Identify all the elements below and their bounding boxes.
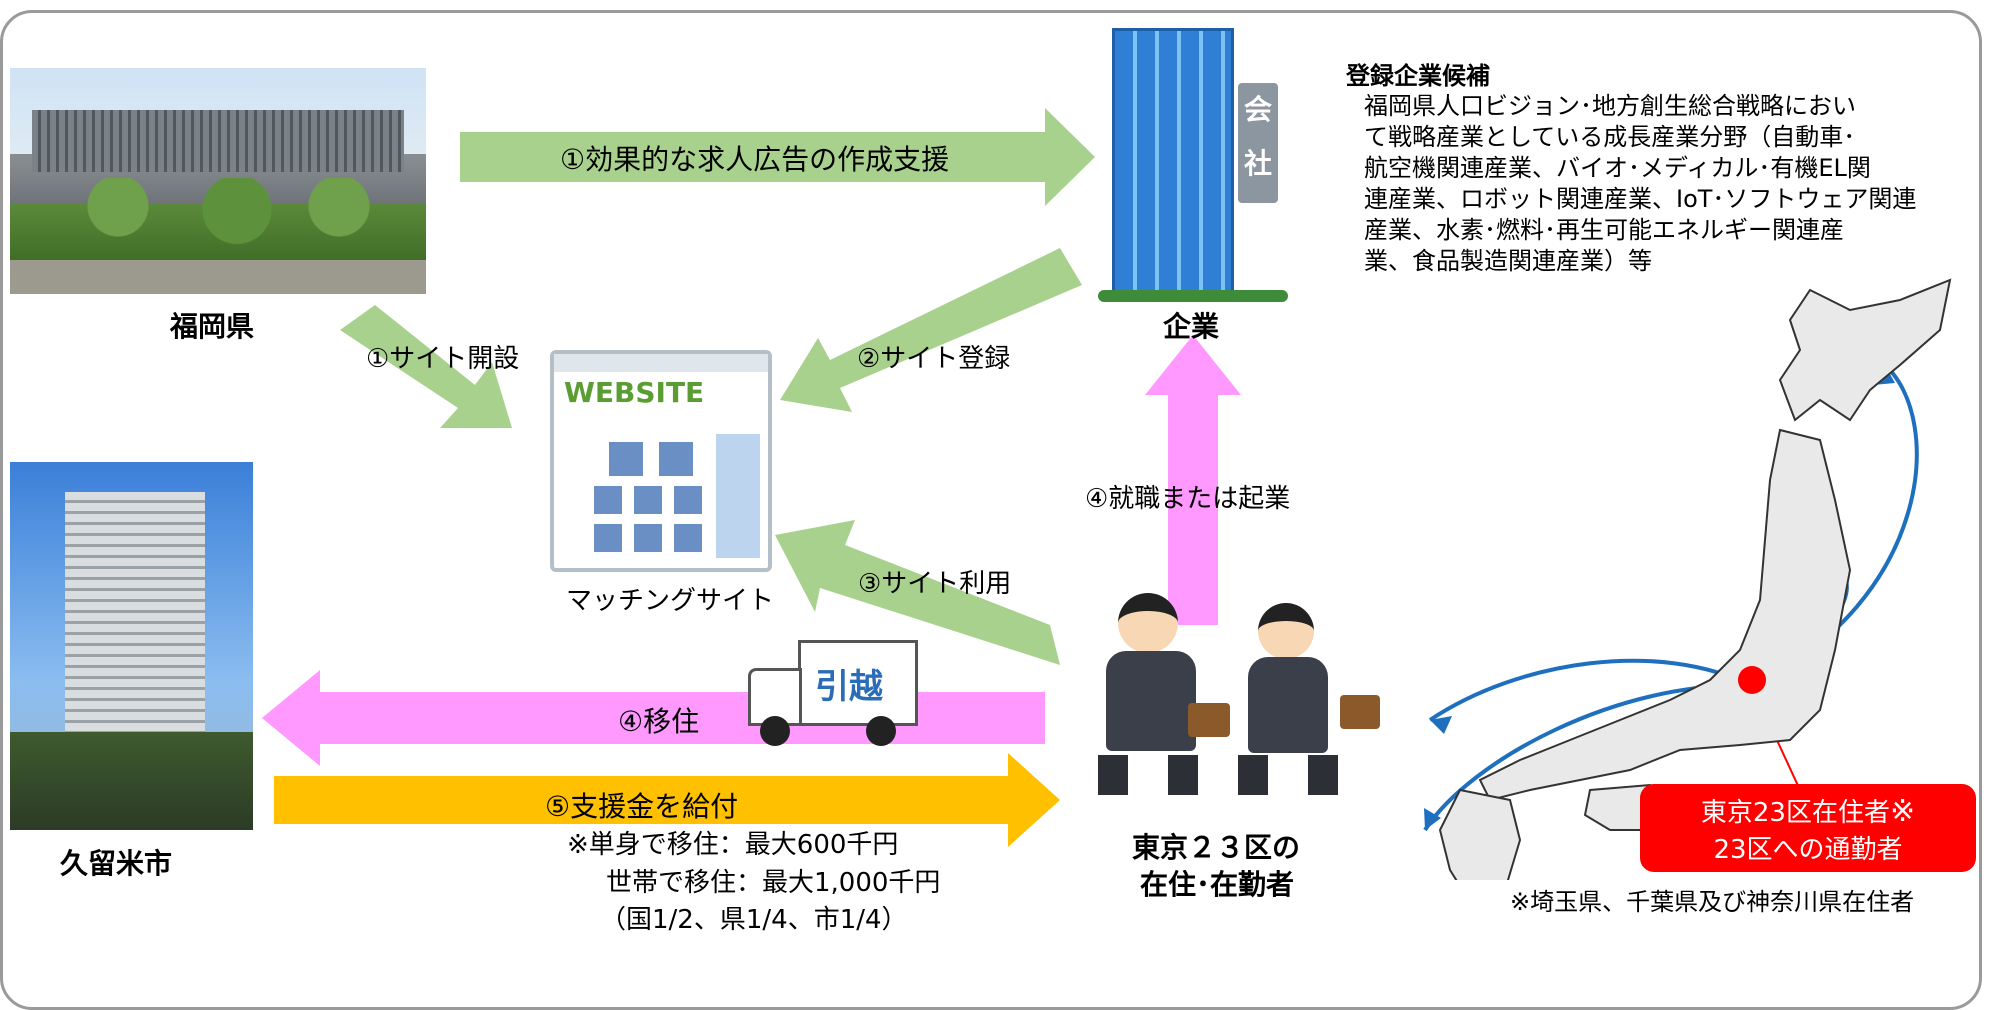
kurume-label: 久留米市 [60,847,173,880]
arrow-site-register [780,248,1082,412]
website-logo: WEBSITE [564,376,705,409]
fukuoka-prefecture-photo [10,68,426,294]
support-note-line2: 世帯で移住：最大1,000千円 [606,868,941,898]
map-note: ※埼玉県、千葉県及び神奈川県在住者 [1510,888,1915,916]
arrow-employment [1145,335,1241,625]
candidate-line: 産業、水素･燃料･再生可能エネルギー関連産 [1364,216,1844,244]
legs [1098,755,1348,795]
truck-wheel [760,716,790,746]
arrow-support-grant [274,753,1060,847]
thumb [674,524,702,552]
briefcase [1188,703,1230,737]
box-line1: 東京23区在住者 [1700,798,1890,828]
kurume-city-hall-photo [10,462,253,830]
company-label: 企業 [1163,310,1220,343]
thumb [594,524,622,552]
hedge [1098,290,1288,302]
foreground-trees [10,732,253,830]
box-mark: ※ [1889,794,1916,829]
thumb [659,442,693,476]
japan-map [1438,278,1952,880]
step-1-ad-support: ①効果的な求人広告の作成支援 [560,143,950,176]
man-head [1118,593,1178,653]
candidate-line: 業、食品製造関連産業）等 [1364,247,1652,275]
step-4-migration: ④移住 [618,705,700,738]
truck-cargo: 引越 [798,640,918,726]
building-body [1112,28,1234,298]
matching-site-label: マッチングサイト [566,586,775,616]
building-facade [32,110,404,172]
browser-bar [554,354,768,372]
arrow-site-use [775,520,1060,665]
step-3-site-use: ③サイト利用 [858,569,1012,599]
tokyo-label-line1: 東京２３区の [1132,831,1301,864]
box-line2: 23区への通勤者 [1713,835,1903,865]
thumb [594,486,622,514]
thumb [609,442,643,476]
candidate-line: 航空機関連産業、バイオ･メディカル･有機EL関 [1364,154,1871,182]
step-4-employment: ④就職または起業 [1085,484,1291,514]
candidate-companies: 登録企業候補 福岡県人口ビジョン･地方創生総合戦略におい て戦略産業としている成… [1346,56,1966,277]
hokkaido [1778,278,1952,422]
company-sign-char-2: 社 [1243,147,1272,180]
truck-wheel [866,716,896,746]
sidebar-panel [716,434,760,558]
candidate-line: て戦略産業としている成長産業分野（自動車･ [1364,123,1856,151]
kyushu [1438,788,1522,880]
candidate-line: 福岡県人口ビジョン･地方創生総合戦略におい [1364,92,1856,120]
commuters-illustration [1058,585,1408,815]
moving-truck-illustration: 引越 [748,640,918,758]
step-2-site-register: ②サイト登録 [857,344,1011,374]
man-suit [1106,651,1196,751]
company-sign-char-1: 会 [1243,93,1272,126]
candidate-line: 連産業、ロボット関連産業、IoT･ソフトウェア関連 [1364,185,1917,213]
woman-suit [1248,657,1328,753]
arrow-site-open [340,305,512,428]
thumb [674,486,702,514]
trees [50,178,390,248]
thumb [634,524,662,552]
support-note-line1: ※単身で移住：最大600千円 [567,830,899,860]
truck-sign: 引越 [815,667,883,707]
briefcase [1340,695,1380,729]
company-building-illustration: 会 社 [1098,28,1288,303]
tokyo-marker [1738,666,1766,694]
arrow-ad-support [460,108,1095,206]
company-sign: 会 社 [1238,83,1278,203]
woman-head [1258,603,1314,659]
candidate-title: 登録企業候補 [1346,62,1490,90]
thumb [634,486,662,514]
website-illustration: WEBSITE [550,350,772,572]
tokyo-label-line2: 在住･在勤者 [1140,868,1295,901]
step-1-site-open: ①サイト開設 [366,344,520,374]
step-5-support-grant: ⑤支援金を給付 [545,790,739,823]
fukuoka-label: 福岡県 [170,310,255,343]
honshu [1478,428,1852,802]
support-note-line3: （国1/2、県1/4、市1/4） [600,905,908,935]
tokyo-residents-box: 東京23区在住者※ 23区への通勤者 [1640,784,1976,872]
candidate-body: 福岡県人口ビジョン･地方創生総合戦略におい て戦略産業としている成長産業分野（自… [1346,91,1966,277]
